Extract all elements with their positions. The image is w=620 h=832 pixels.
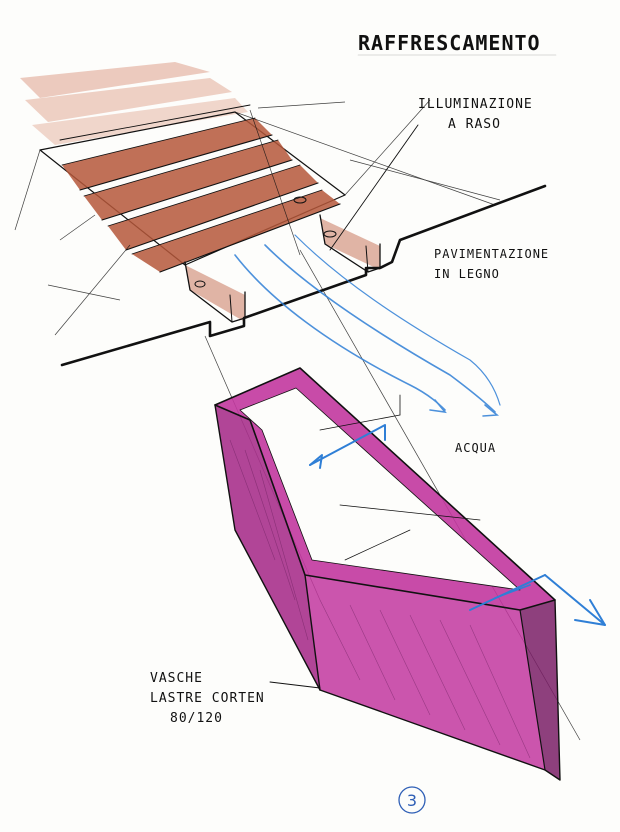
deck-plank xyxy=(132,190,340,272)
deck-plank-faded xyxy=(32,98,248,145)
deck-plank-faded xyxy=(20,62,210,98)
water-flow xyxy=(234,234,501,417)
deck-plank-faded xyxy=(25,78,232,122)
lighting-label-line2: A RASO xyxy=(448,117,501,132)
page-number: 3 xyxy=(407,791,417,810)
support-beam xyxy=(320,218,380,270)
tank-front xyxy=(305,575,545,770)
tank-side xyxy=(215,405,320,690)
water-label: ACQUA xyxy=(455,441,496,455)
title-label: RAFFRESCAMENTO xyxy=(358,31,541,55)
flush-light xyxy=(194,280,206,288)
tank-hatching xyxy=(229,439,531,759)
deck-plank xyxy=(108,165,318,250)
deck-plank xyxy=(62,118,272,190)
tank-flow-arrow xyxy=(309,424,606,626)
tanks-label-line3: 80/120 xyxy=(170,711,223,726)
page-number-circle xyxy=(398,786,426,814)
support-beam xyxy=(185,265,245,322)
tanks-label-line2: LASTRE CORTEN xyxy=(150,691,265,706)
flush-light xyxy=(323,230,337,238)
lighting-label-line1: ILLUMINAZIONE xyxy=(418,97,533,112)
ground-line xyxy=(60,184,547,367)
tank-opening xyxy=(240,388,520,590)
deck-plank xyxy=(84,140,292,220)
wooden-deck xyxy=(20,62,381,323)
tanks-label-line1: VASCHE xyxy=(150,671,203,686)
paving-label-line1: PAVIMENTAZIONE xyxy=(434,247,549,261)
tank-end xyxy=(520,600,560,780)
corten-tank xyxy=(214,367,561,781)
flush-light xyxy=(293,196,307,204)
paving-label-line2: IN LEGNO xyxy=(434,267,500,281)
